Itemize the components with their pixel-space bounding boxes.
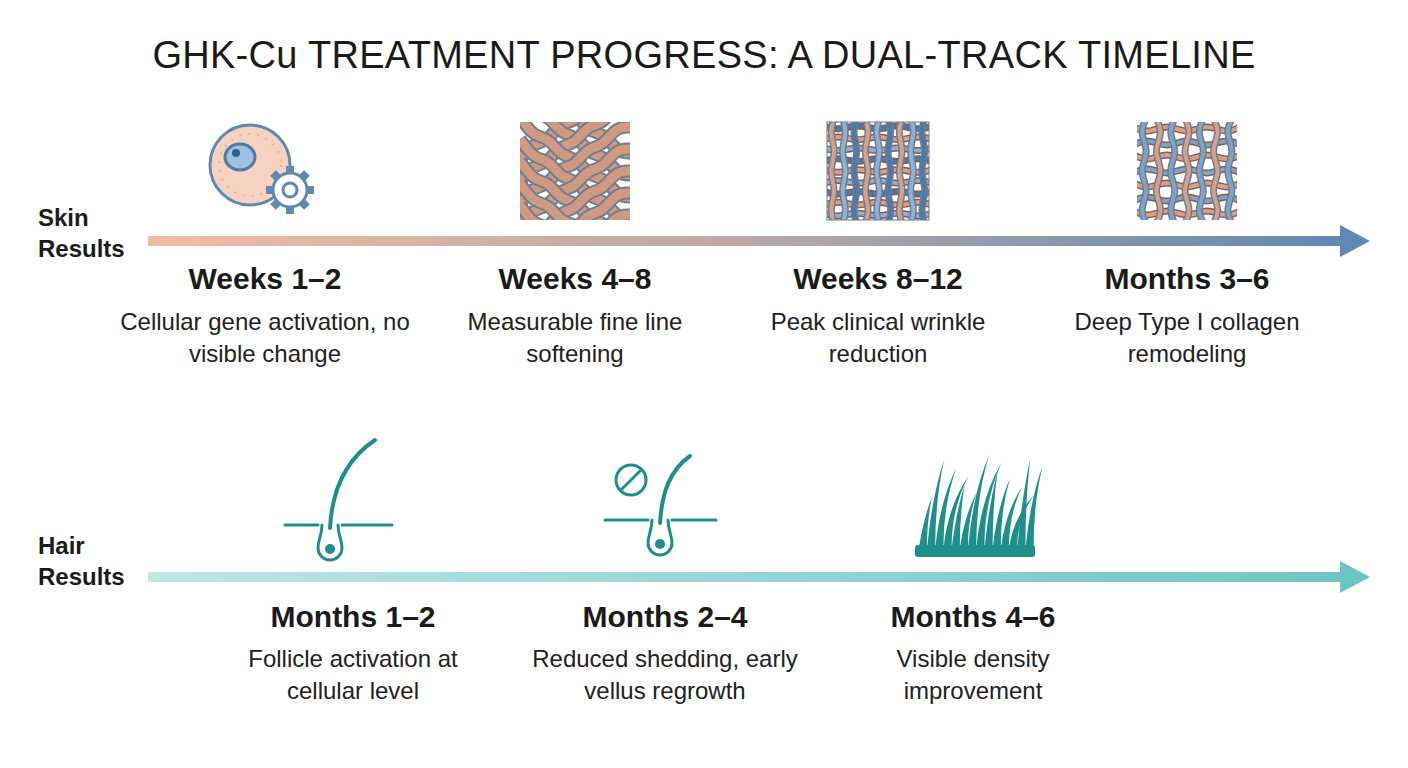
collagen-network-icon bbox=[1137, 122, 1237, 220]
stage-period: Weeks 8–12 bbox=[793, 262, 963, 296]
stage-description: Peak clinical wrinkle reduction bbox=[763, 306, 993, 370]
cell-icon bbox=[210, 125, 314, 214]
stage-description: Cellular gene activation, no visible cha… bbox=[115, 306, 415, 370]
stage-description: Measurable fine line softening bbox=[468, 306, 683, 370]
diagram-title: GHK-Cu TREATMENT PROGRESS: A DUAL-TRACK … bbox=[0, 34, 1408, 77]
stage-period: Weeks 4–8 bbox=[499, 262, 652, 296]
reduced-shedding-icon bbox=[605, 456, 716, 555]
stage-period: Months 2–4 bbox=[582, 600, 747, 634]
stage-description: Deep Type I collagen remodeling bbox=[1067, 306, 1307, 370]
dense-collagen-icon bbox=[827, 122, 929, 220]
stage-description: Follicle activation at cellular level bbox=[231, 643, 476, 707]
follicle-icon bbox=[285, 440, 392, 560]
skin-timeline-arrow bbox=[148, 225, 1370, 257]
stage-description: Reduced shedding, early vellus regrowth bbox=[528, 643, 803, 707]
hair-timeline-arrow bbox=[148, 561, 1370, 593]
stage-period: Months 3–6 bbox=[1104, 262, 1269, 296]
collagen-mesh-icon bbox=[520, 122, 630, 220]
stage-period: Months 1–2 bbox=[270, 600, 435, 634]
stage-description: Visible density improvement bbox=[873, 643, 1073, 707]
track-label: Skin Results bbox=[38, 202, 148, 264]
stage-period: Months 4–6 bbox=[890, 600, 1055, 634]
dense-hair-icon bbox=[915, 455, 1043, 557]
track-label: Hair Results bbox=[38, 530, 148, 592]
stage-period: Weeks 1–2 bbox=[189, 262, 342, 296]
